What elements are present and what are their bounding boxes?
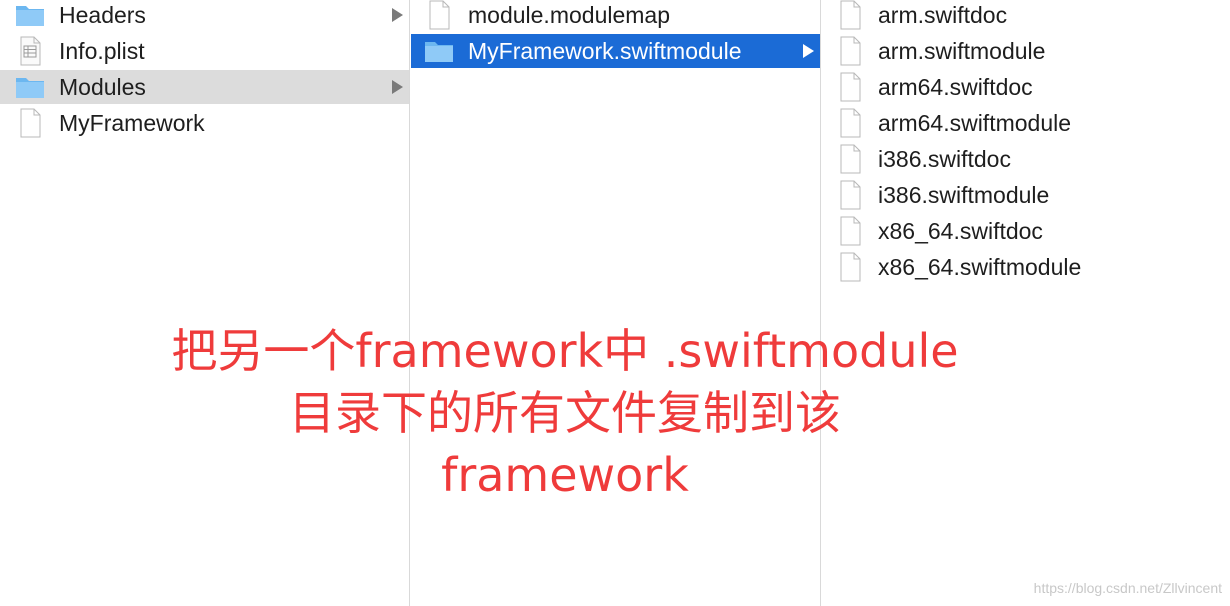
document-icon [834, 251, 866, 283]
file-name: Info.plist [59, 38, 145, 64]
row-module-modulemap[interactable]: module.modulemap [411, 0, 820, 32]
file-name: arm.swiftdoc [878, 2, 1008, 28]
disclosure-arrow-icon [392, 8, 403, 22]
file-name: x86_64.swiftmodule [878, 254, 1082, 280]
row-headers[interactable]: Headers [0, 0, 409, 32]
folder-icon [14, 0, 46, 31]
row-arm64-swiftdoc[interactable]: arm64.swiftdoc [822, 70, 1230, 104]
column-3[interactable]: arm.swiftdoc arm.swiftmodule arm64.swift… [822, 0, 1230, 606]
row-x86-64-swiftdoc[interactable]: x86_64.swiftdoc [822, 214, 1230, 248]
row-myframework-swiftmodule[interactable]: MyFramework.swiftmodule [411, 34, 820, 68]
file-name: arm.swiftmodule [878, 38, 1046, 64]
row-arm64-swiftmodule[interactable]: arm64.swiftmodule [822, 106, 1230, 140]
column-1[interactable]: Headers Info.plist Modules MyFramework [0, 0, 410, 606]
watermark: https://blog.csdn.net/Zllvincent [1033, 580, 1222, 596]
row-x86-64-swiftmodule[interactable]: x86_64.swiftmodule [822, 250, 1230, 284]
document-icon [834, 215, 866, 247]
row-i386-swiftdoc[interactable]: i386.swiftdoc [822, 142, 1230, 176]
document-icon [14, 107, 46, 139]
annotation-text: 把另一个framework中 .swiftmodule 目录下的所有文件复制到该… [150, 320, 980, 506]
column-2[interactable]: module.modulemap MyFramework.swiftmodule [411, 0, 821, 606]
document-icon [834, 107, 866, 139]
file-name: Modules [59, 74, 146, 100]
file-name: arm64.swiftdoc [878, 74, 1033, 100]
file-name: x86_64.swiftdoc [878, 218, 1043, 244]
file-name: i386.swiftdoc [878, 146, 1011, 172]
folder-icon [423, 35, 455, 67]
file-name: Headers [59, 2, 146, 28]
document-icon [834, 0, 866, 31]
document-icon [834, 71, 866, 103]
row-modules[interactable]: Modules [0, 70, 409, 104]
file-name: i386.swiftmodule [878, 182, 1050, 208]
row-myframework[interactable]: MyFramework [0, 106, 409, 140]
document-icon [423, 0, 455, 31]
annotation-line-1: 把另一个framework中 .swiftmodule [171, 324, 959, 378]
row-arm-swiftdoc[interactable]: arm.swiftdoc [822, 0, 1230, 32]
file-name: arm64.swiftmodule [878, 110, 1072, 136]
document-icon [834, 179, 866, 211]
row-arm-swiftmodule[interactable]: arm.swiftmodule [822, 34, 1230, 68]
file-name: MyFramework [59, 110, 205, 136]
folder-icon [14, 71, 46, 103]
document-icon [834, 143, 866, 175]
row-i386-swiftmodule[interactable]: i386.swiftmodule [822, 178, 1230, 212]
disclosure-arrow-icon [392, 80, 403, 94]
row-info-plist[interactable]: Info.plist [0, 34, 409, 68]
annotation-line-2: 目录下的所有文件复制到该 [289, 386, 841, 440]
plist-file-icon [14, 35, 46, 67]
document-icon [834, 35, 866, 67]
file-name: module.modulemap [468, 2, 671, 28]
disclosure-arrow-icon [803, 44, 814, 58]
file-name: MyFramework.swiftmodule [468, 38, 742, 64]
annotation-line-3: framework [441, 448, 689, 502]
